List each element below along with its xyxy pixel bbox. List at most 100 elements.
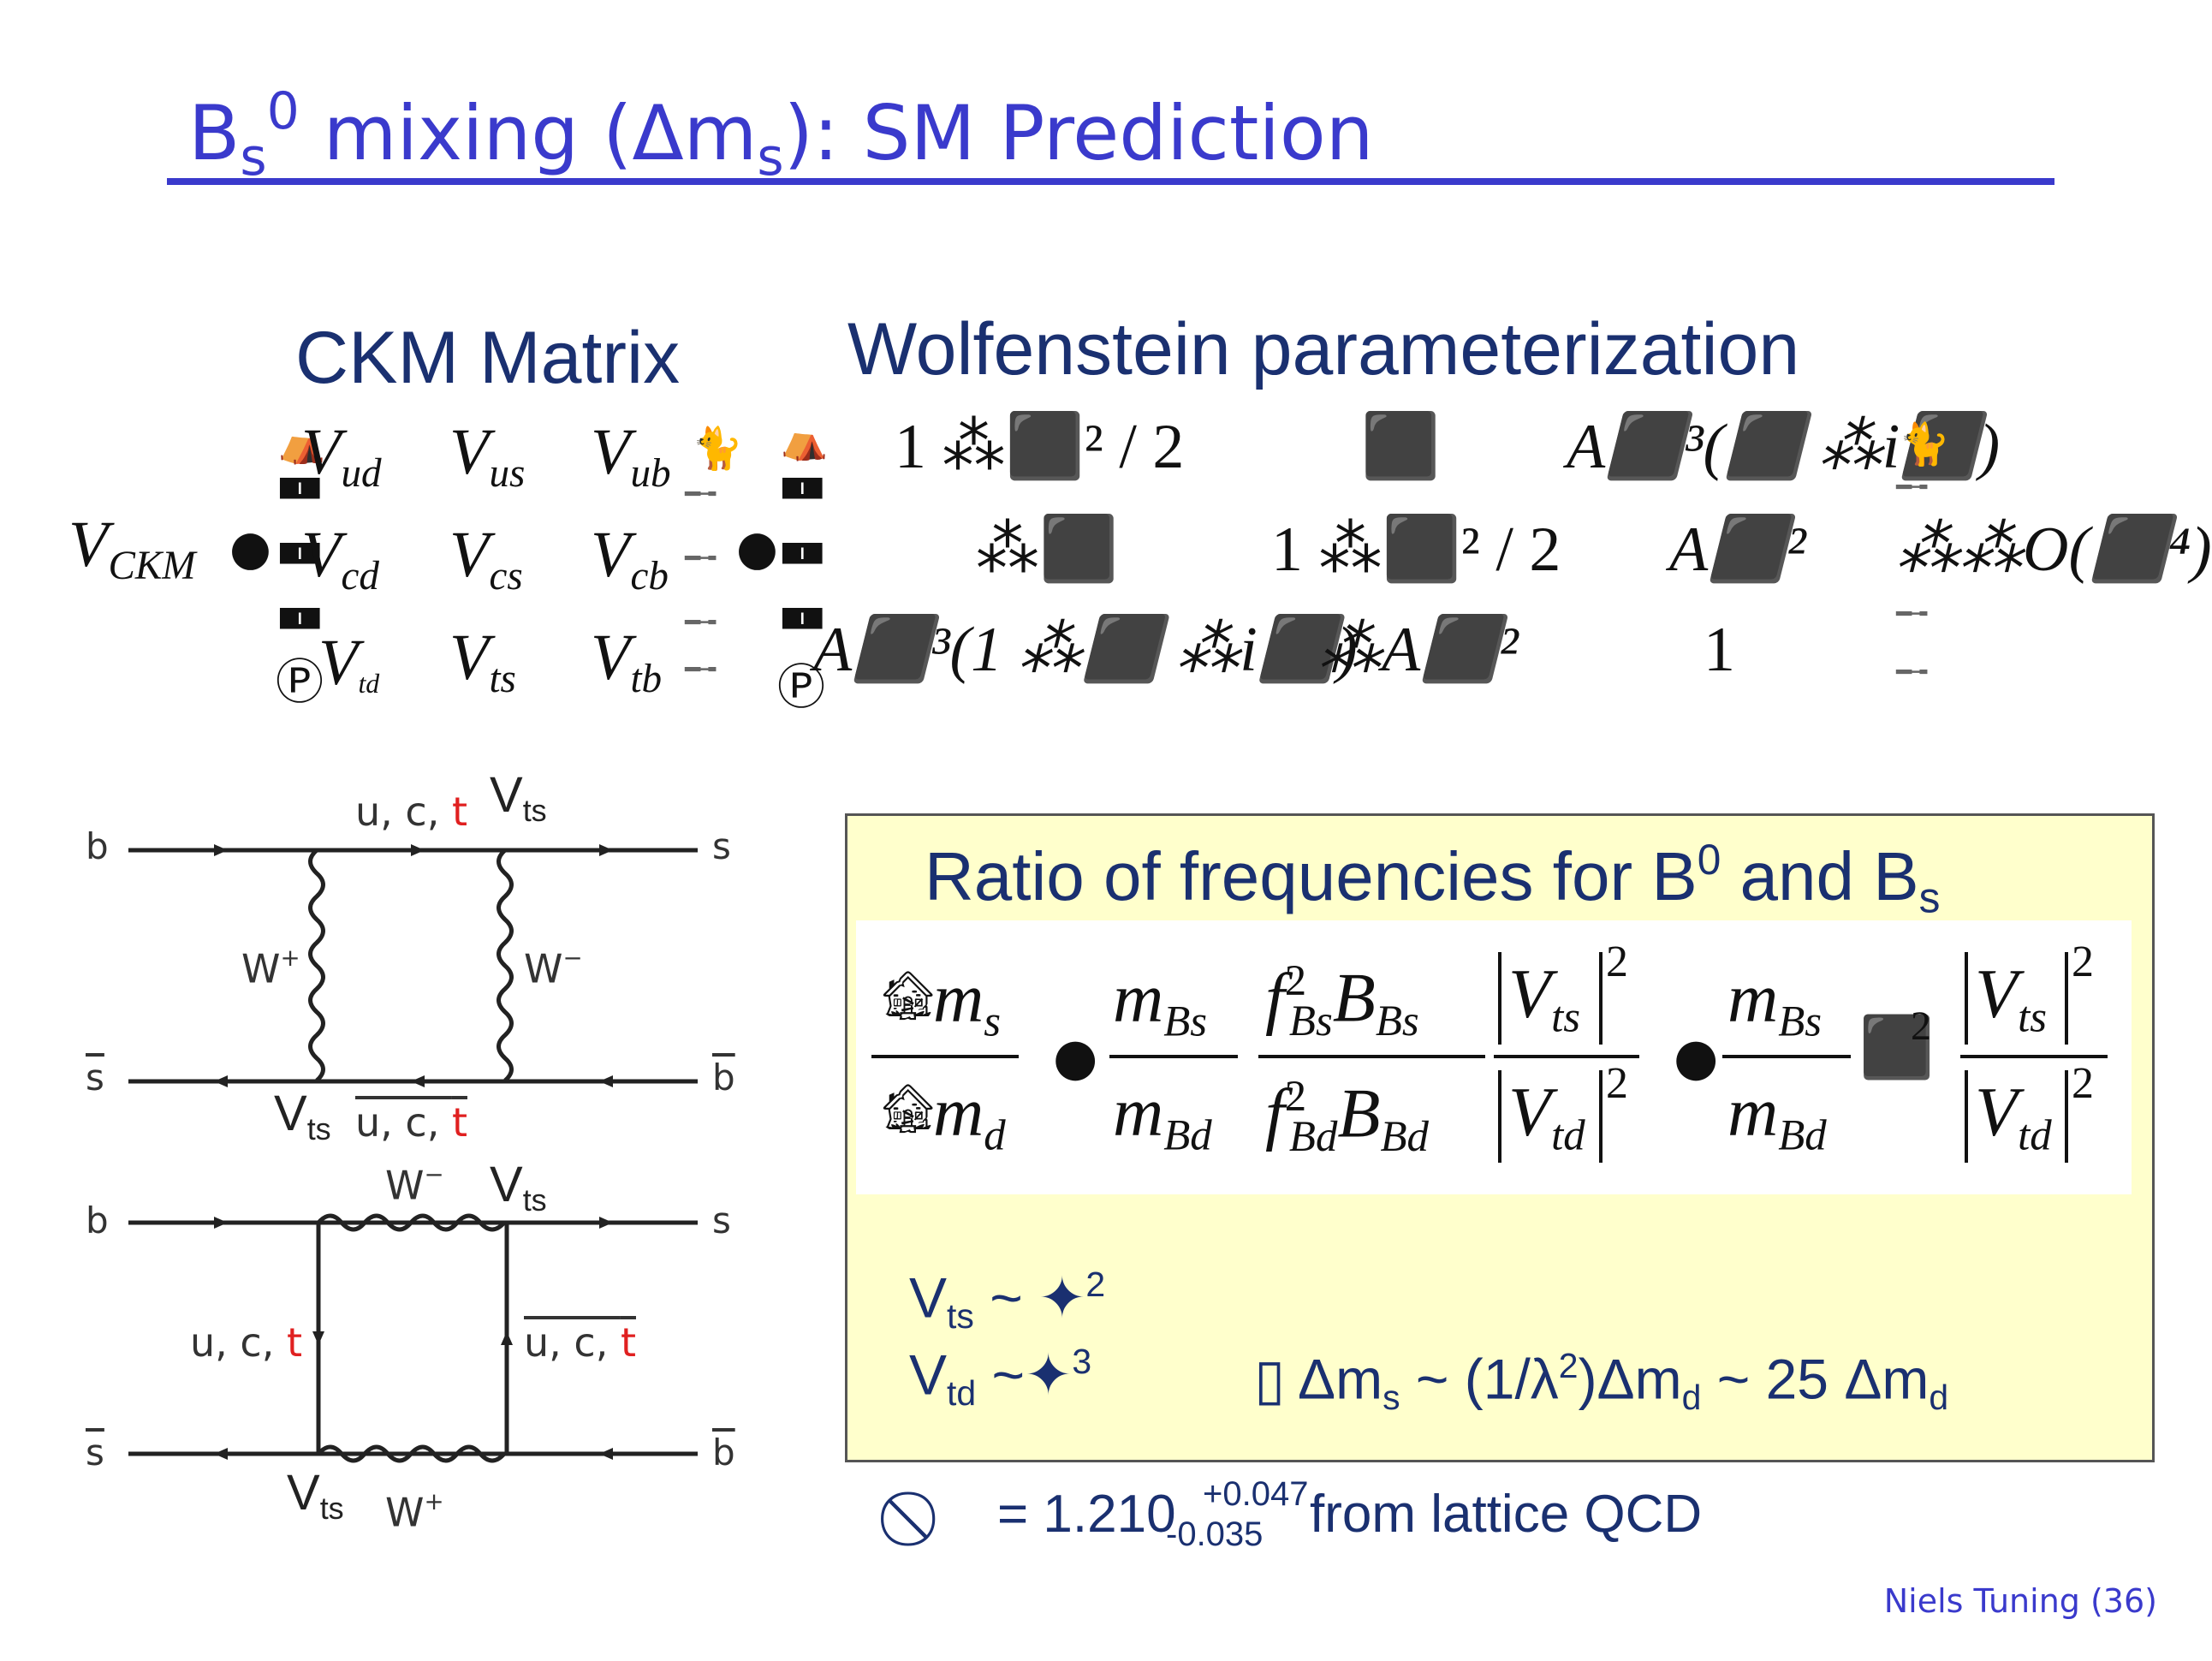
ckm-cell: Vtb xyxy=(591,622,663,702)
vts-scaling: Vts ~ ✦2 xyxy=(909,1265,1106,1336)
bracket-glyph-icon: ⛺ xyxy=(278,422,325,466)
arrow-icon xyxy=(312,1331,324,1345)
bracket-glyph-icon: ━╼ xyxy=(1896,473,1928,503)
formula-f-num: f2BsBBs xyxy=(1265,956,1419,1045)
formula-exp: 2 xyxy=(1911,1003,1931,1049)
bracket-glyph-icon: ━╼ xyxy=(685,544,717,574)
delta-glyph-icon: 🏚 xyxy=(877,1081,939,1137)
abs-bar xyxy=(1599,952,1603,1045)
bracket-glyph-icon: ⛺ xyxy=(781,419,828,462)
w-boson-line xyxy=(317,1444,506,1463)
wolf-cell: 1 xyxy=(1704,615,1735,685)
quark-label-b: b xyxy=(86,1200,109,1241)
bracket-glyph-icon: Ⓟ xyxy=(276,655,324,711)
equals-glyph: ● xyxy=(1674,1027,1719,1087)
formula-mbd: mBd xyxy=(1113,1073,1212,1159)
bracket-glyph-icon: ━╼ xyxy=(1896,658,1928,688)
fraction-bar xyxy=(871,1055,1019,1058)
slide-footer: Niels Tuning (36) xyxy=(1883,1582,2157,1620)
w-minus-label: W− xyxy=(385,1160,444,1209)
formula-vts: Vts xyxy=(1975,955,2047,1041)
fraction-bar xyxy=(1109,1055,1238,1058)
fraction-bar xyxy=(1722,1055,1851,1058)
w-boson-line xyxy=(497,848,514,1082)
bracket-glyph-icon: 🐈 xyxy=(1899,420,1950,468)
formula-exp: 2 xyxy=(1606,938,1628,986)
wolf-cell: 1 ⁂⬛² / 2 xyxy=(895,412,1185,482)
bracket-glyph-icon: 🀰 xyxy=(276,534,324,574)
formula-vtd: Vtd xyxy=(1975,1073,2052,1159)
ckm-cell: Vcb xyxy=(591,519,669,599)
wolf-cell: ⁂A⬛² xyxy=(1318,615,1519,685)
star-icon: ✦ xyxy=(1025,1342,1073,1408)
arrow-icon xyxy=(599,1448,613,1460)
star-icon: ✦ xyxy=(1038,1265,1086,1331)
internal-antiquarks-label: u, c, t xyxy=(355,1099,467,1146)
abs-bar xyxy=(2065,952,2068,1045)
arrow-icon xyxy=(599,1217,613,1229)
bracket-glyph-icon: ━╼ xyxy=(685,655,717,685)
formula-mbd: mBd xyxy=(1727,1073,1827,1159)
quark-label-sbar: s xyxy=(86,1432,104,1473)
abs-bar xyxy=(1599,1070,1603,1163)
quark-label-bbar: b xyxy=(712,1057,735,1098)
bracket-glyph-icon: 🀰 xyxy=(276,469,324,509)
delta-glyph-icon: 🏚 xyxy=(877,968,939,1024)
feynman-diagrams xyxy=(128,844,698,1463)
lattice-source: from lattice QCD xyxy=(1310,1485,1703,1544)
bracket-glyph-icon: ━╼ xyxy=(685,479,717,509)
formula-exp: 2 xyxy=(2072,1059,2094,1108)
arrow-icon xyxy=(411,1075,425,1087)
formula-vtd: Vtd xyxy=(1508,1073,1585,1159)
w-plus-label: W+ xyxy=(385,1487,444,1536)
bracket-glyph-icon: 🀰 xyxy=(779,469,826,509)
ckm-lhs: VCKM xyxy=(68,509,196,589)
wolf-cell: ⁂⬛ xyxy=(976,515,1119,585)
w-plus-label: W+ xyxy=(241,944,300,992)
quark-label-sbar: s xyxy=(86,1057,104,1098)
quark-label-s: s xyxy=(712,1200,731,1241)
lattice-plus-error: +0.047 xyxy=(1203,1475,1309,1513)
ckm-cell: Vcd xyxy=(301,519,379,599)
wolf-order-term: ⁂⁂O(⬛⁴) xyxy=(1896,515,2212,585)
ckm-cell: Vub xyxy=(591,416,671,497)
abs-bar xyxy=(1965,1070,1968,1163)
equals-glyph: ● xyxy=(1053,1027,1098,1087)
ckm-cell: Vtd xyxy=(318,627,380,700)
w-minus-label: W− xyxy=(524,944,583,992)
arrow-icon xyxy=(214,1217,228,1229)
bracket-glyph-icon: 🀰 xyxy=(276,599,324,639)
formula-lhs-den: md xyxy=(933,1073,1006,1159)
title-underline xyxy=(167,178,2054,185)
formula-mbs: mBs xyxy=(1727,959,1823,1045)
lattice-minus-error: -0.035 xyxy=(1166,1515,1264,1553)
ckm-cell: Vts xyxy=(449,622,516,702)
ratio-heading: Ratio of frequencies for B0 and Bs xyxy=(925,836,1941,922)
wolf-cell: A⬛³(1 ⁂⬛ ⁂i⬛) xyxy=(813,615,1358,685)
vts-label: Vts xyxy=(274,1086,331,1146)
arrow-icon xyxy=(214,1075,228,1087)
arrow-icon xyxy=(599,844,613,856)
ckm-cell: Vcs xyxy=(449,519,523,599)
formula-vts: Vts xyxy=(1508,955,1580,1041)
abs-bar xyxy=(1498,1070,1501,1163)
vts-label: Vts xyxy=(287,1465,344,1526)
formula-f-den: f2BdBBd xyxy=(1265,1072,1429,1160)
bracket-glyph-icon: ━╼ xyxy=(685,608,717,638)
vtd-scaling: Vtd ~✦3 xyxy=(909,1342,1092,1413)
formula-exp: 2 xyxy=(2072,938,2094,986)
abs-bar xyxy=(1965,952,1968,1045)
quark-label-bbar: b xyxy=(712,1432,735,1473)
bracket-glyph-icon: 🀰 xyxy=(779,599,826,639)
ckm-cell: Vud xyxy=(301,416,382,497)
arrow-icon xyxy=(411,844,425,856)
ckm-equals-glyph: ● xyxy=(229,521,271,576)
wolf-cell: A⬛³(⬛ ⁂i⬛) xyxy=(1567,412,2001,482)
wolf-cell: 1 ⁂⬛² / 2 xyxy=(1271,515,1561,585)
wolf-cell: ⬛ xyxy=(1361,412,1441,482)
formula-exp: 2 xyxy=(1606,1059,1628,1108)
abs-bar xyxy=(2065,1070,2068,1163)
vts-label: Vts xyxy=(490,1157,547,1217)
fraction-bar xyxy=(1960,1055,2108,1058)
w-boson-line xyxy=(308,848,325,1082)
